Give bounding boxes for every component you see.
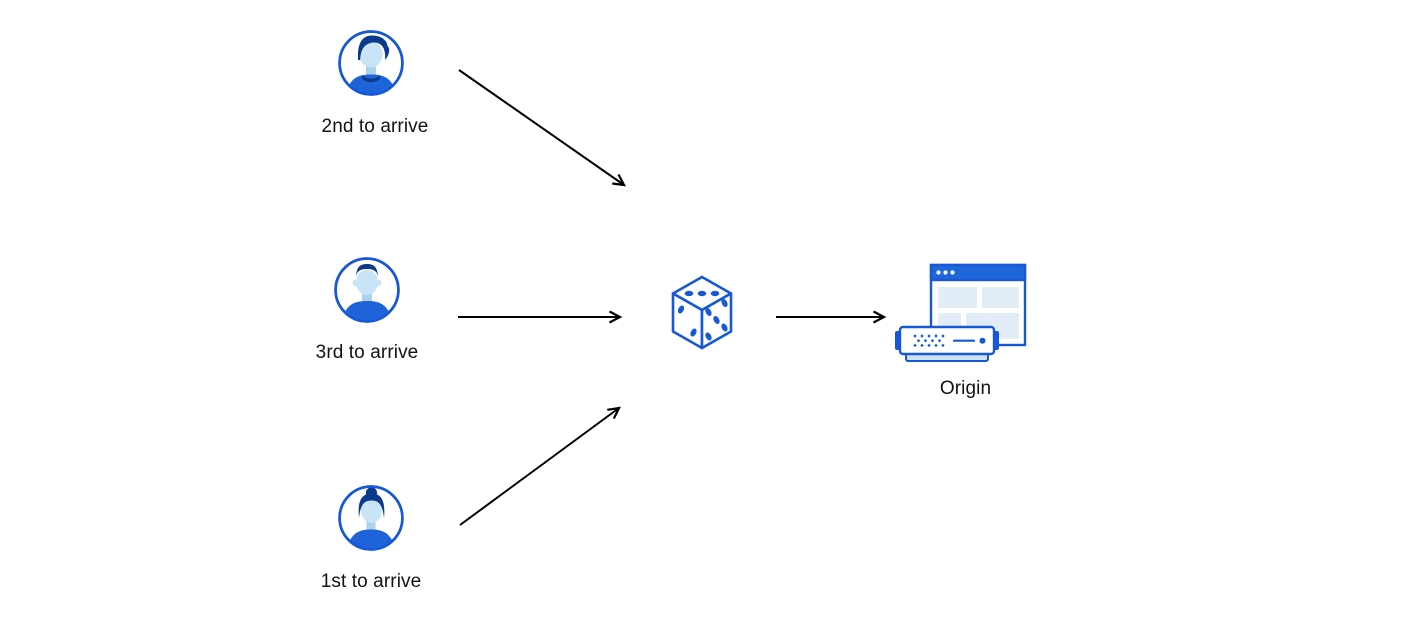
edge-second-to-dice-arrow [458, 69, 626, 187]
origin-browser-server-icon [895, 263, 1027, 362]
label-user-third: 3rd to arrive [315, 342, 419, 363]
avatar-face [356, 270, 378, 295]
node-user-first [337, 484, 405, 552]
dice-icon [671, 275, 733, 350]
titlebar-dot [943, 270, 948, 275]
node-user-second [337, 29, 405, 97]
browser-titlebar [929, 263, 1027, 282]
node-user-third [333, 256, 401, 324]
female-user-avatar-icon [338, 485, 404, 551]
titlebar-dot [936, 270, 941, 275]
label-origin: Origin [939, 378, 992, 399]
male-user-avatar-icon [334, 257, 400, 323]
avatar-hair [356, 264, 378, 279]
node-randomizer [667, 274, 737, 354]
male-user-avatar-icon [338, 30, 404, 96]
avatar-face [359, 41, 383, 68]
origin-server [895, 325, 999, 362]
avatar-hair [358, 493, 385, 518]
edge-first-to-dice-arrow [459, 406, 621, 526]
avatar-collar [362, 75, 380, 83]
label-user-first: 1st to arrive [320, 571, 422, 592]
titlebar-dot [950, 270, 955, 275]
avatar-face [361, 498, 382, 523]
server-led-dot [979, 337, 986, 344]
label-user-second: 2nd to arrive [321, 116, 429, 137]
avatar-hair [357, 35, 390, 60]
server-body [898, 325, 996, 356]
node-origin [893, 257, 1028, 369]
